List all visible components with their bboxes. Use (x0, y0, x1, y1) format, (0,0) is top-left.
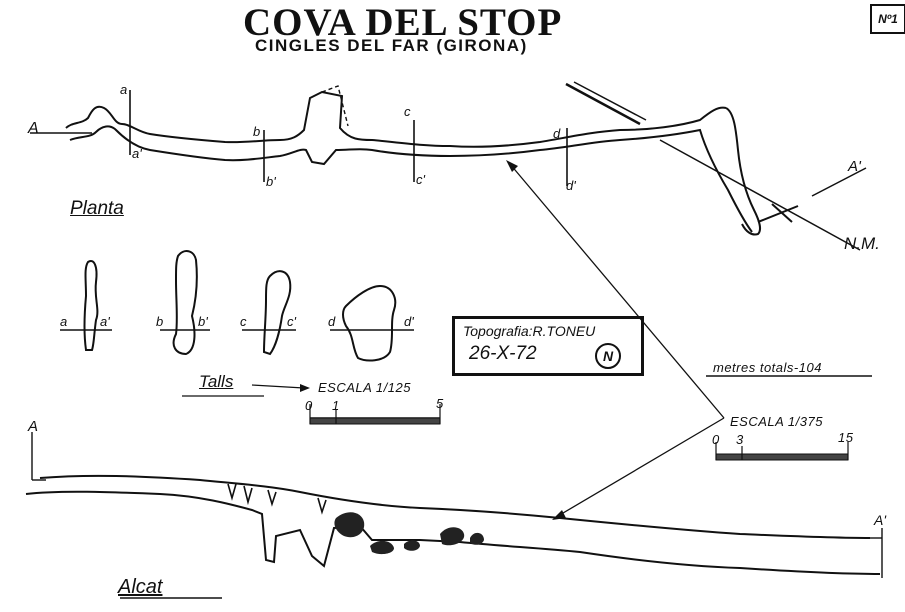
plan-diagonal-1 (565, 82, 641, 126)
plan-endpoint-a-prime: A' (848, 158, 861, 175)
main-scale-bar (715, 442, 849, 461)
elev-ceiling (39, 474, 871, 539)
small-scale-tick-0: 0 (305, 398, 313, 413)
plan-label: Planta (70, 198, 124, 219)
plan-cross-1 (757, 205, 799, 223)
plan-diagonal-3 (659, 139, 861, 251)
total-metres: metres totals-104 (713, 360, 822, 375)
topography-date: 26-X-72 (469, 343, 537, 364)
plan-view (30, 81, 867, 520)
elev-endpoint-a-prime: A' (874, 512, 887, 528)
map-subtitle: CINGLES DEL FAR (GIRONA) (255, 36, 528, 55)
plan-passage-upper-wall (65, 90, 727, 148)
section-d-right: d' (404, 314, 414, 329)
plan-passage-lower-wall (69, 125, 753, 233)
plan-section-a-top: a (120, 82, 128, 97)
elev-stalactites (227, 483, 327, 515)
talls-arrow-head (300, 384, 310, 392)
plan-endpoint-a: A (28, 120, 39, 137)
topography-box: Topografia:R.TONEU 26-X-72 N (452, 316, 644, 376)
section-b-left: b (156, 314, 164, 329)
small-scale-tick-1: 1 (332, 398, 340, 413)
cross-sections (60, 250, 414, 397)
section-d-outline (342, 284, 397, 362)
alcat-label: Alcat (118, 576, 163, 598)
small-scale-bar (309, 404, 441, 425)
elev-boulder-2 (370, 540, 394, 555)
elev-boulder-1 (334, 512, 365, 538)
plan-north-mark: N.M. (844, 234, 880, 253)
elev-boulder-4 (440, 527, 465, 546)
north-circle-icon: N (595, 343, 621, 369)
plan-section-c-bottom: c' (416, 172, 425, 187)
map-title: COVA DEL STOP (243, 1, 563, 44)
elev-arrow-line (557, 417, 725, 517)
small-scale-text: ESCALA 1/125 (318, 380, 411, 395)
section-b-outline (172, 250, 198, 356)
section-c-outline (262, 270, 292, 356)
section-a-left: a (60, 314, 68, 329)
talls-arrow-line (251, 384, 305, 389)
plan-arrow-line (509, 163, 725, 419)
plan-section-d-bottom: d' (566, 178, 576, 193)
plan-a-prime-line (811, 167, 867, 197)
elev-endpoint-a: A (28, 418, 39, 435)
plan-branch-right (725, 107, 762, 236)
section-c-left: c (240, 314, 247, 329)
section-d-left: d (328, 314, 336, 329)
topography-author: Topografia:R.TONEU (463, 323, 596, 339)
small-scale-tick-5: 5 (436, 396, 444, 411)
main-scale-tick-15: 15 (838, 430, 854, 445)
plan-section-b-bottom: b' (266, 174, 276, 189)
plan-cross-2 (771, 203, 793, 223)
talls-label: Talls (199, 372, 234, 391)
plan-arrow-head (506, 160, 518, 172)
elev-boulder-3 (404, 540, 420, 551)
plan-diagonal-2 (573, 81, 647, 121)
section-b-right: b' (198, 314, 208, 329)
main-scale-tick-3: 3 (736, 432, 744, 447)
section-a-right: a' (100, 314, 110, 329)
section-c-right: c' (287, 314, 296, 329)
elevation-view (25, 432, 883, 599)
plan-section-d-top: d (553, 126, 561, 141)
plan-section-a-bottom: a' (132, 146, 142, 161)
main-scale-text: ESCALA 1/375 (730, 414, 823, 429)
main-scale-tick-0: 0 (712, 432, 720, 447)
plan-section-c-top: c (404, 104, 411, 119)
plan-dashed-shaft (321, 85, 349, 127)
section-a-outline (83, 260, 99, 351)
elev-boulder-5 (470, 532, 484, 545)
plan-section-b-top: b (253, 124, 261, 139)
